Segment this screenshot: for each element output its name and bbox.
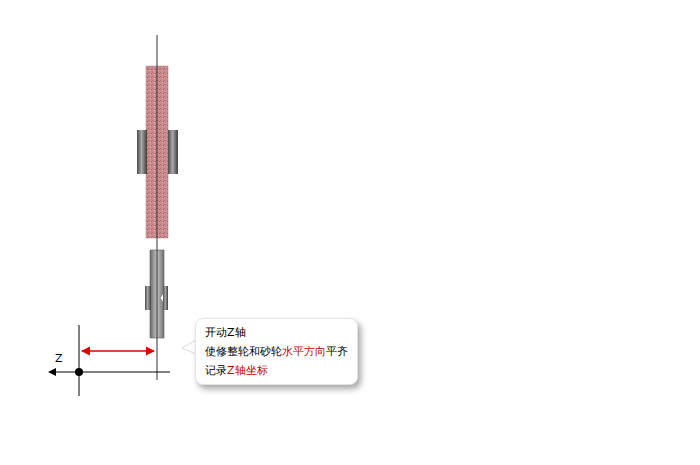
dresser-hub (145, 286, 151, 310)
callout-pointer (182, 340, 196, 354)
wheel-hub (137, 130, 147, 174)
axis-vertical (79, 325, 80, 396)
wheel-hub (168, 130, 178, 174)
z-axis (52, 372, 170, 373)
callout-text: 开动Z轴 (205, 323, 349, 342)
origin-dot (75, 368, 83, 376)
axis-label: Z (55, 353, 63, 365)
dresser-hub (163, 286, 168, 310)
highlight-text: Z轴坐标 (227, 364, 268, 377)
callout-text: 使修整轮和砂轮水平方向平齐 (205, 342, 349, 361)
center-line (157, 35, 158, 380)
callout-text: 记录Z轴坐标 (205, 361, 349, 380)
axis-arrowhead (48, 368, 56, 376)
callout-box: 开动Z轴使修整轮和砂轮水平方向平齐记录Z轴坐标 (195, 318, 358, 385)
dimension-arrow (82, 350, 154, 351)
highlight-text: 水平方向 (282, 345, 326, 358)
